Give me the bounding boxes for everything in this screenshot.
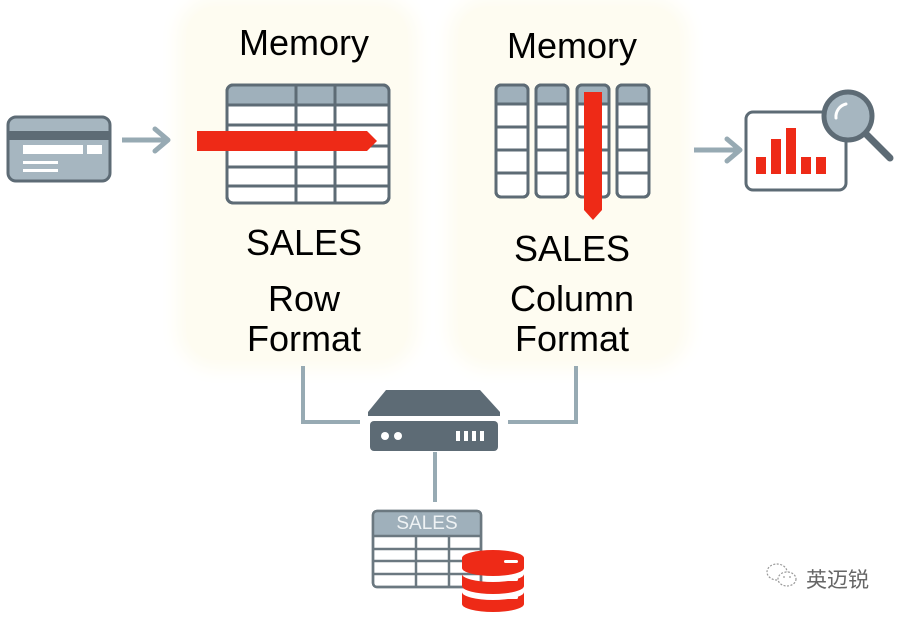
row-panel-format-line2: Format (246, 318, 361, 359)
flow-arrow-icon (122, 126, 171, 154)
column-panel-format-line2: Format (514, 318, 629, 359)
storage-table-label: SALES (396, 513, 458, 534)
row-panel-format-line1: Row (267, 278, 341, 319)
analytics-report-icon (744, 89, 894, 192)
row-scan-arrow-icon (197, 131, 377, 151)
database-icon (462, 550, 524, 612)
column-panel-heading: Memory (506, 25, 637, 66)
column-scan-arrow-icon (584, 92, 602, 220)
column-panel-table-name: SALES (513, 228, 631, 269)
row-panel-heading: Memory (238, 22, 369, 63)
column-panel-format-line1: Column (509, 278, 635, 319)
storage-table-icon (371, 509, 483, 589)
server-icon (368, 390, 500, 451)
credit-card-icon (6, 115, 112, 183)
watermark-text: 英迈锐 (806, 568, 869, 592)
row-panel-table-name: SALES (245, 222, 363, 263)
column-table-icon (494, 83, 651, 199)
flow-arrow-icon (694, 136, 743, 164)
wechat-icon (766, 563, 797, 587)
